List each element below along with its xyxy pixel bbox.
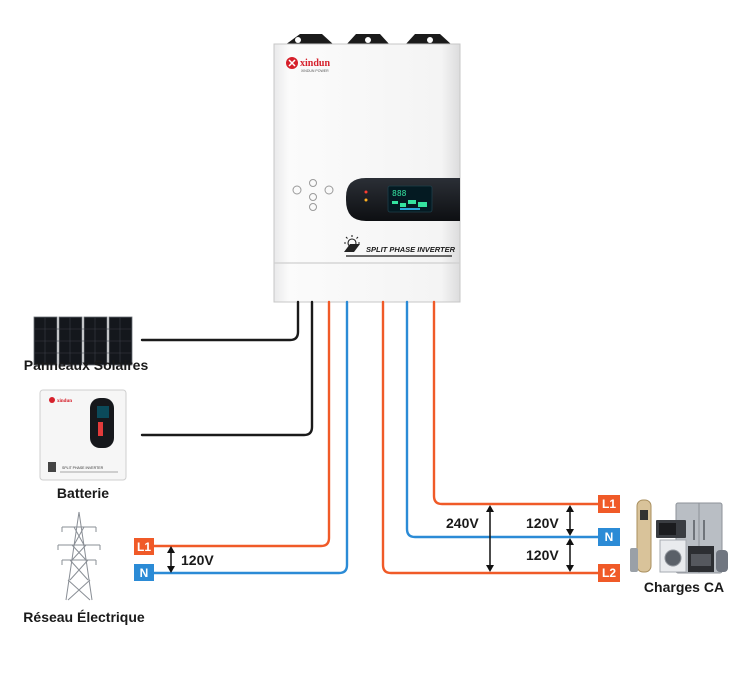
grid-label: Réseau Électrique xyxy=(23,609,145,625)
solar-panels: Panneaux Solaires xyxy=(24,316,149,373)
battery-indicator-icon xyxy=(98,422,103,436)
brand-logo-icon xyxy=(49,397,55,403)
brand-tagline: XINDUN POWER xyxy=(301,69,329,73)
mounting-bracket xyxy=(285,34,452,45)
grid-n-wire xyxy=(152,300,349,575)
button-icon xyxy=(309,179,317,187)
inverter-body xyxy=(273,43,461,303)
terminal-label: N xyxy=(140,566,149,580)
blender-icon xyxy=(630,548,638,572)
battery-icon xyxy=(48,462,56,472)
terminal-label: L2 xyxy=(602,566,616,580)
load-l1-n-voltage-label: 120V xyxy=(526,515,559,531)
button-icon xyxy=(324,185,334,195)
brand-logo: xindun XINDUN POWER xyxy=(286,57,330,73)
wiring xyxy=(140,300,600,575)
load-terminal-l2: L2 xyxy=(598,564,620,582)
battery-lcd xyxy=(97,406,109,418)
power-grid-tower-icon xyxy=(57,511,101,601)
button-icon xyxy=(309,203,317,211)
grid-terminal-l1: L1 xyxy=(134,538,154,555)
load-n-wire xyxy=(405,300,600,539)
status-led-icon xyxy=(364,198,368,202)
status-led-icon xyxy=(364,190,368,194)
control-buttons xyxy=(292,179,334,211)
solar-panel-icon xyxy=(33,316,133,366)
terminal-label: L1 xyxy=(602,497,616,511)
kettle-icon xyxy=(716,550,728,572)
load-n-l2-voltage-label: 120V xyxy=(526,547,559,563)
grid-voltage-label: 120V xyxy=(181,552,214,568)
appliances-icon xyxy=(630,499,728,574)
terminal-label: N xyxy=(605,530,614,544)
loads-label: Charges CA xyxy=(644,579,724,595)
button-icon xyxy=(309,193,317,201)
grid-terminal-n: N xyxy=(134,564,154,581)
lcd-segments xyxy=(392,200,427,210)
battery-unit: xindun SPLIT PHASE INVERTER Batterie xyxy=(39,389,127,501)
battery-brand: xindun xyxy=(57,399,72,404)
model-badge: SPLIT PHASE INVERTER xyxy=(344,235,456,257)
load-n-l2-voltage-arrow xyxy=(566,538,574,572)
load-terminal-l1: L1 xyxy=(598,495,620,513)
load-total-voltage-arrow xyxy=(486,505,494,572)
solar-panel-icon xyxy=(344,244,360,252)
lcd-readout: 888 xyxy=(392,189,407,198)
battery-model-label: SPLIT PHASE INVERTER xyxy=(62,466,104,470)
load-l1-n-voltage-arrow xyxy=(566,505,574,536)
grid-l1-wire xyxy=(152,300,331,548)
battery-dc-wire xyxy=(140,300,314,437)
brand-name: xindun xyxy=(300,58,330,69)
solar-label: Panneaux Solaires xyxy=(24,357,149,373)
solar-dc-wire xyxy=(140,300,300,342)
load-terminal-n: N xyxy=(598,528,620,546)
load-l2-wire xyxy=(381,300,600,575)
terminal-label: L1 xyxy=(137,540,151,554)
load-total-voltage-label: 240V xyxy=(446,515,479,531)
model-label: SPLIT PHASE INVERTER xyxy=(366,245,456,254)
load-l1-wire xyxy=(432,300,600,506)
battery-label: Batterie xyxy=(57,485,109,501)
button-icon xyxy=(292,185,302,195)
inverter-unit: xindun XINDUN POWER 888 xyxy=(273,34,461,303)
grid-voltage-arrow xyxy=(167,546,175,573)
